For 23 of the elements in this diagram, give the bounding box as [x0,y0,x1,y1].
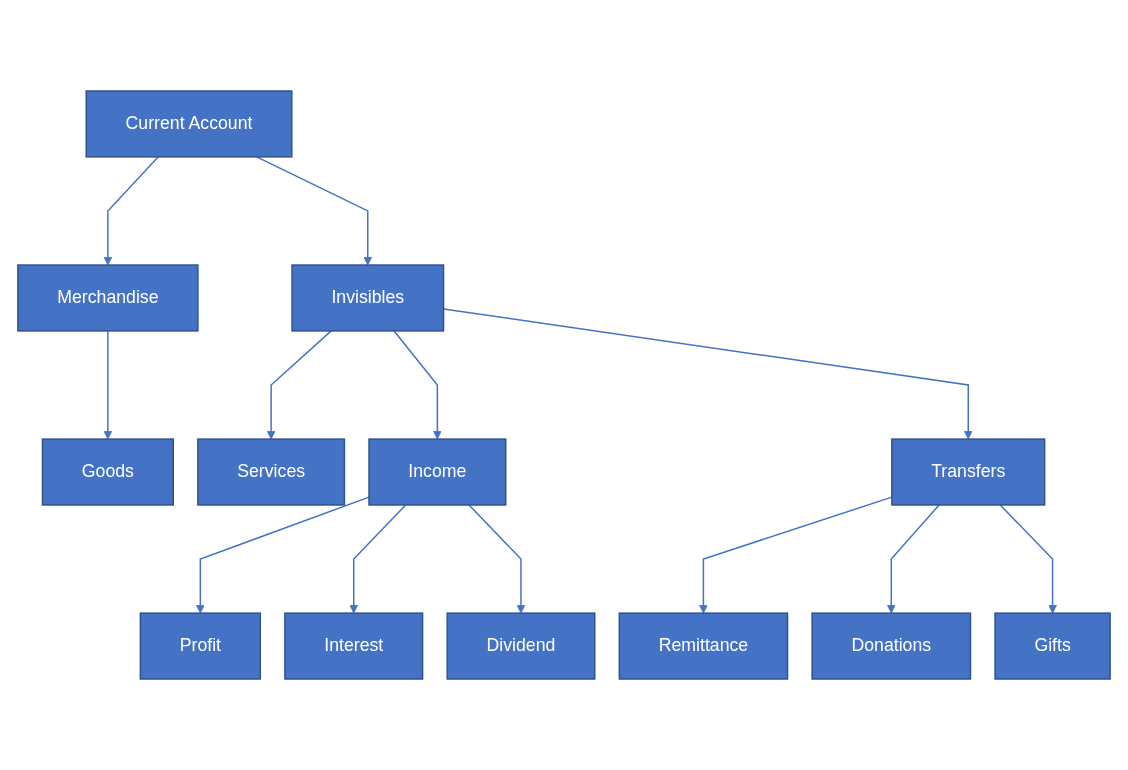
arrow [468,504,526,614]
arrow [999,504,1057,614]
node-box: Goods [41,438,175,506]
node-box: Donations [811,612,972,680]
arrow [196,496,370,614]
node-box: Profit [139,612,262,680]
node-box: Invisibles [291,264,445,332]
node-box: Gifts [994,612,1111,680]
arrow [266,330,332,440]
node-box: Income [368,438,507,506]
node-box: Interest [284,612,424,680]
node-box: Remittance [618,612,789,680]
node-box: Merchandise [17,264,199,332]
node-box: Services [197,438,346,506]
node-box: Current Account [85,90,293,158]
arrow [349,504,407,614]
arrow [103,156,160,266]
arrow [255,156,373,266]
node-box: Transfers [891,438,1046,506]
node-box: Dividend [446,612,596,680]
arrow [393,330,442,440]
arrow [886,504,940,614]
arrow [103,330,113,440]
